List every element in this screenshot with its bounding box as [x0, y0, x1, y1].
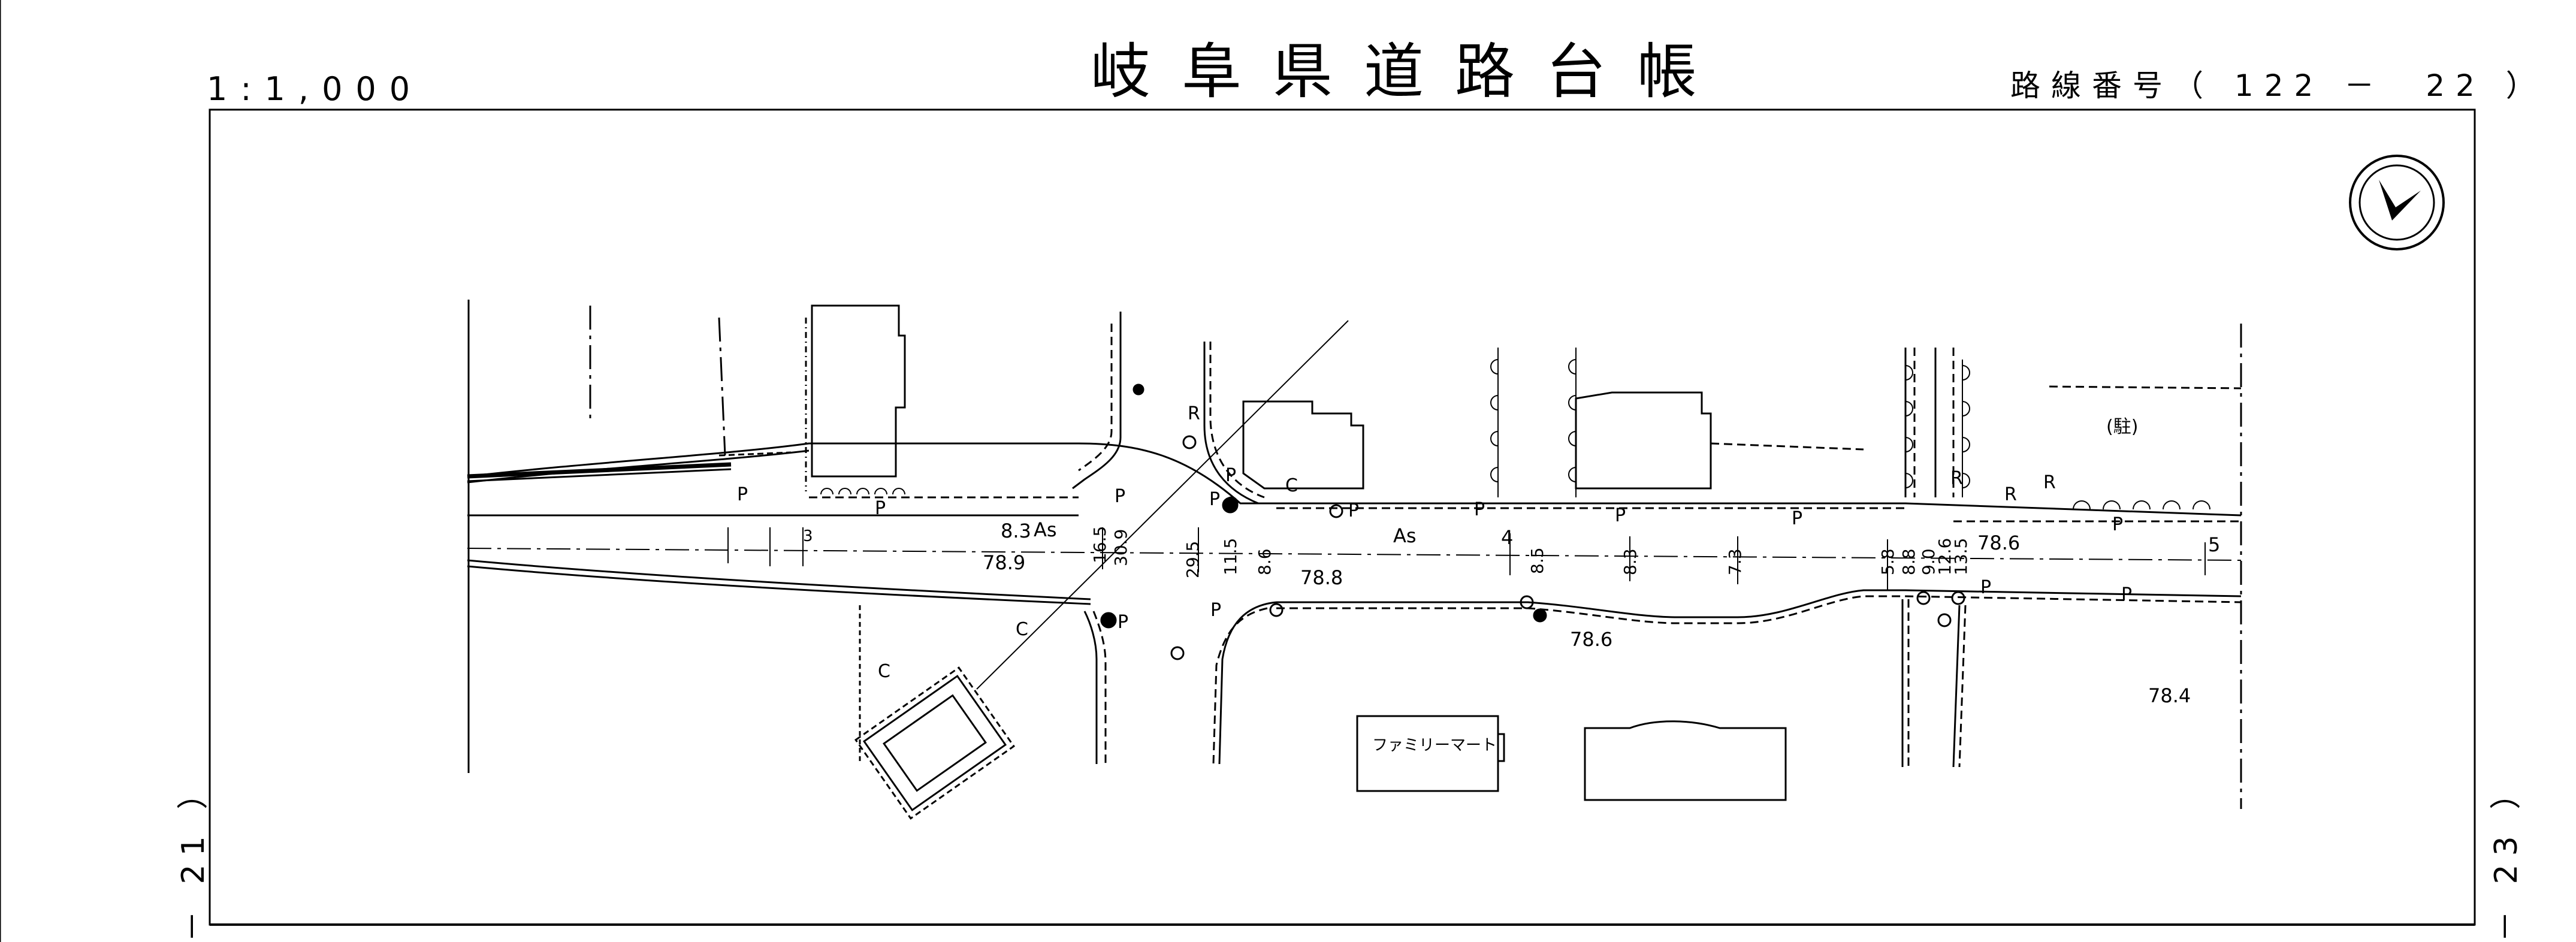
- utility-pole-symbol: P: [1474, 499, 1485, 520]
- north-arrow-icon: [2349, 155, 2445, 250]
- width-label: 8.3: [1620, 548, 1640, 575]
- utility-pole-symbol: P: [1792, 508, 1802, 529]
- pole-r-symbol: R: [2043, 472, 2056, 493]
- elevation-label: 78.4: [2148, 684, 2191, 707]
- page-title: 岐阜県道路台帳: [1091, 37, 1728, 107]
- lane-count-label: 5: [2208, 533, 2220, 556]
- building: [1575, 391, 1712, 490]
- pole-r-symbol: R: [1188, 403, 1200, 424]
- utility-pole-symbol: P: [1118, 612, 1128, 633]
- lane-count-label: 4: [1501, 526, 1513, 549]
- width-label: 30.9: [1111, 529, 1131, 566]
- utility-pole-symbol: P: [875, 498, 886, 519]
- width-label: 9.0: [1919, 548, 1938, 575]
- utility-pole-symbol: P: [2121, 584, 2132, 605]
- pole-r-symbol: R: [1950, 468, 1963, 489]
- c-symbol: C: [878, 661, 890, 682]
- width-label: 8.5: [1527, 547, 1547, 574]
- pavement-label: As: [1034, 518, 1057, 541]
- utility-pole-symbol: P: [737, 484, 748, 505]
- width-label: 16.5: [1090, 526, 1110, 563]
- scale-label: 1:1,000: [207, 70, 424, 108]
- c-symbol: C: [1016, 619, 1028, 640]
- width-label: 8.6: [1255, 548, 1275, 575]
- width-label: 8.8: [1899, 548, 1919, 575]
- utility-pole-symbol: P: [1209, 489, 1220, 510]
- utility-pole-symbol: P: [1348, 500, 1359, 521]
- width-label: 7.3: [1725, 548, 1745, 575]
- width-label: 12.6: [1935, 538, 1955, 575]
- parking-label: (駐): [2106, 416, 2138, 437]
- width-label: 5.8: [1878, 548, 1898, 575]
- pole-r-symbol: R: [2004, 484, 2017, 505]
- map-frame: [209, 108, 2476, 926]
- structure: [854, 666, 1015, 820]
- utility-pole-symbol: P: [1225, 465, 1236, 486]
- building: [1584, 720, 1787, 801]
- utility-pole-symbol: P: [1980, 577, 1991, 598]
- utility-pole-symbol: P: [2112, 514, 2123, 535]
- building: [1242, 400, 1364, 490]
- route-number-label: 路線番号（ 122 － 22 ）: [2010, 68, 2547, 103]
- building: [1356, 715, 1499, 792]
- elevation-label: 78.6: [1977, 532, 2020, 554]
- elevation-label: 78.9: [983, 551, 1025, 574]
- elevation-label: 78.8: [1300, 566, 1343, 589]
- elevation-label: 78.6: [1570, 628, 1612, 651]
- store-label: ファミリーマート: [1372, 736, 1497, 754]
- utility-pole-symbol: P: [1210, 600, 1221, 621]
- width-label: 13.5: [1951, 538, 1971, 575]
- width-label: 8.3: [1001, 520, 1031, 542]
- lane-count-label: 3: [803, 527, 813, 545]
- width-label: 29.5: [1183, 541, 1203, 578]
- utility-pole-symbol: P: [1115, 486, 1125, 507]
- pavement-label: As: [1393, 524, 1417, 547]
- building: [811, 304, 906, 478]
- width-label: 11.5: [1221, 538, 1240, 575]
- c-symbol: C: [1285, 475, 1298, 496]
- utility-pole-symbol: P: [1615, 505, 1626, 526]
